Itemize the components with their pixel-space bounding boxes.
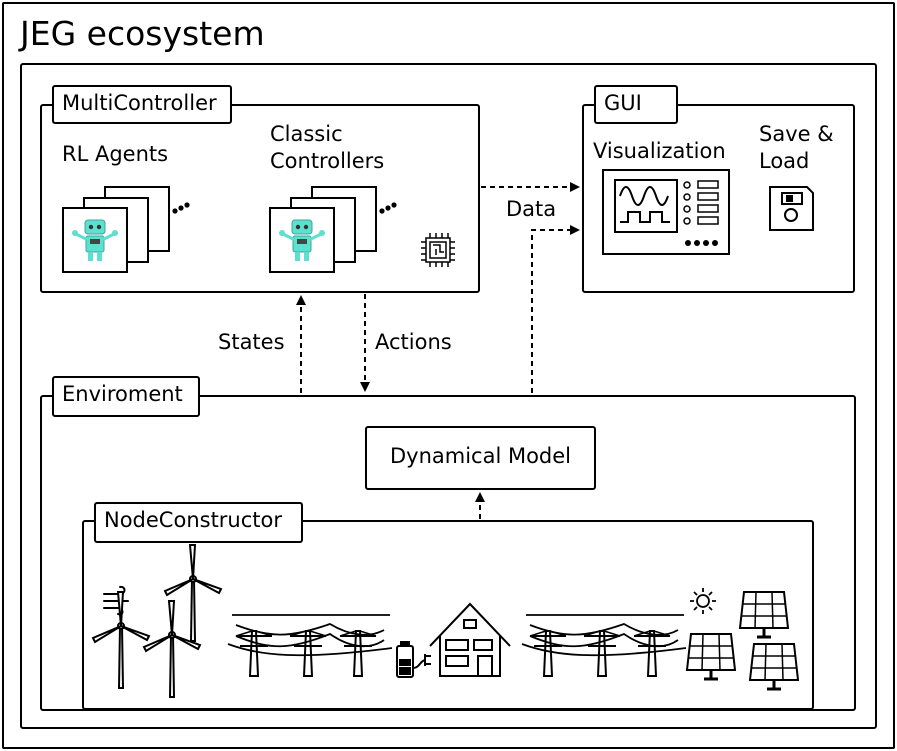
house-icon xyxy=(429,602,511,677)
save-load-label-line1: Save & xyxy=(759,122,834,146)
actions-flow-label: Actions xyxy=(375,330,452,354)
classic-controller-icon xyxy=(268,186,397,274)
gui-tab: GUI xyxy=(594,85,678,124)
oscilloscope-icon xyxy=(602,169,730,255)
sun-icon xyxy=(690,588,716,614)
data-arrow-from-environment xyxy=(531,225,580,393)
visualization-label: Visualization xyxy=(593,139,726,163)
dynamical-model-label: Dynamical Model xyxy=(389,444,572,468)
node-constructor-box xyxy=(82,520,814,710)
rl-agents-label: RL Agents xyxy=(62,142,169,166)
classic-controllers-label-line2: Controllers xyxy=(270,149,385,173)
environment-tab: Enviroment xyxy=(52,376,200,417)
floppy-disk-icon xyxy=(769,186,814,231)
multicontroller-tab: MultiController xyxy=(52,85,232,124)
robot-icon xyxy=(61,186,190,274)
data-flow-label: Data xyxy=(506,197,557,221)
wind-icon xyxy=(103,585,129,616)
chip-icon xyxy=(421,233,455,267)
save-load-label-line2: Load xyxy=(759,149,810,173)
flow-arrows xyxy=(296,182,580,519)
dynamical-model-box xyxy=(365,426,596,490)
power-pylon-icon xyxy=(227,614,687,677)
classic-controllers-label-line1: Classic xyxy=(270,122,343,146)
battery-icon xyxy=(396,641,431,678)
diagram-title: JEG ecosystem xyxy=(20,14,265,53)
wind-turbine-icon xyxy=(92,544,222,698)
states-flow-label: States xyxy=(218,330,285,354)
node-constructor-tab: NodeConstructor xyxy=(94,502,303,543)
